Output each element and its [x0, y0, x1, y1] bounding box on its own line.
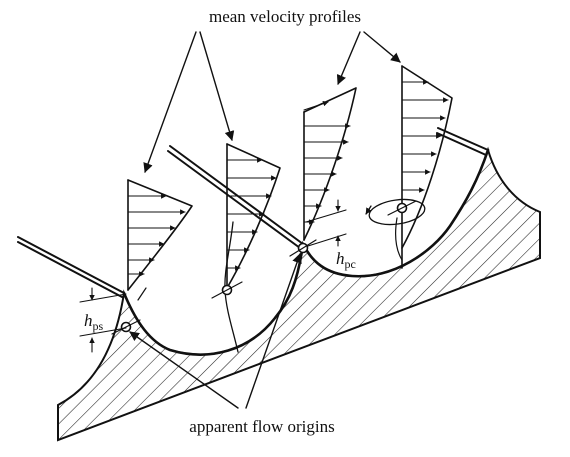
velocity-profile-1 — [127, 179, 193, 291]
riblet-edge-2 — [167, 145, 304, 249]
vortex-ellipse — [368, 198, 426, 226]
hps-dimension — [79, 287, 127, 353]
bottom-leader-arrows — [129, 253, 302, 409]
velocity-profile-4 — [365, 65, 453, 269]
label-apparent-flow-origins: apparent flow origins — [189, 417, 334, 436]
hpc-dimension — [305, 199, 347, 247]
velocity-profile-2 — [224, 143, 281, 353]
label-hps: hps — [84, 311, 104, 333]
velocity-profile-3 — [303, 87, 357, 241]
groove-curve-1 — [122, 242, 305, 356]
riblet-edge-3 — [436, 127, 489, 156]
groove-curve-2 — [301, 148, 490, 278]
label-hpc: hpc — [336, 249, 356, 271]
riblet-edge-1 — [17, 236, 125, 298]
top-leader-arrows — [143, 31, 401, 173]
riblet-solid-body — [57, 146, 541, 442]
label-mean-velocity-profiles: mean velocity profiles — [209, 7, 361, 26]
